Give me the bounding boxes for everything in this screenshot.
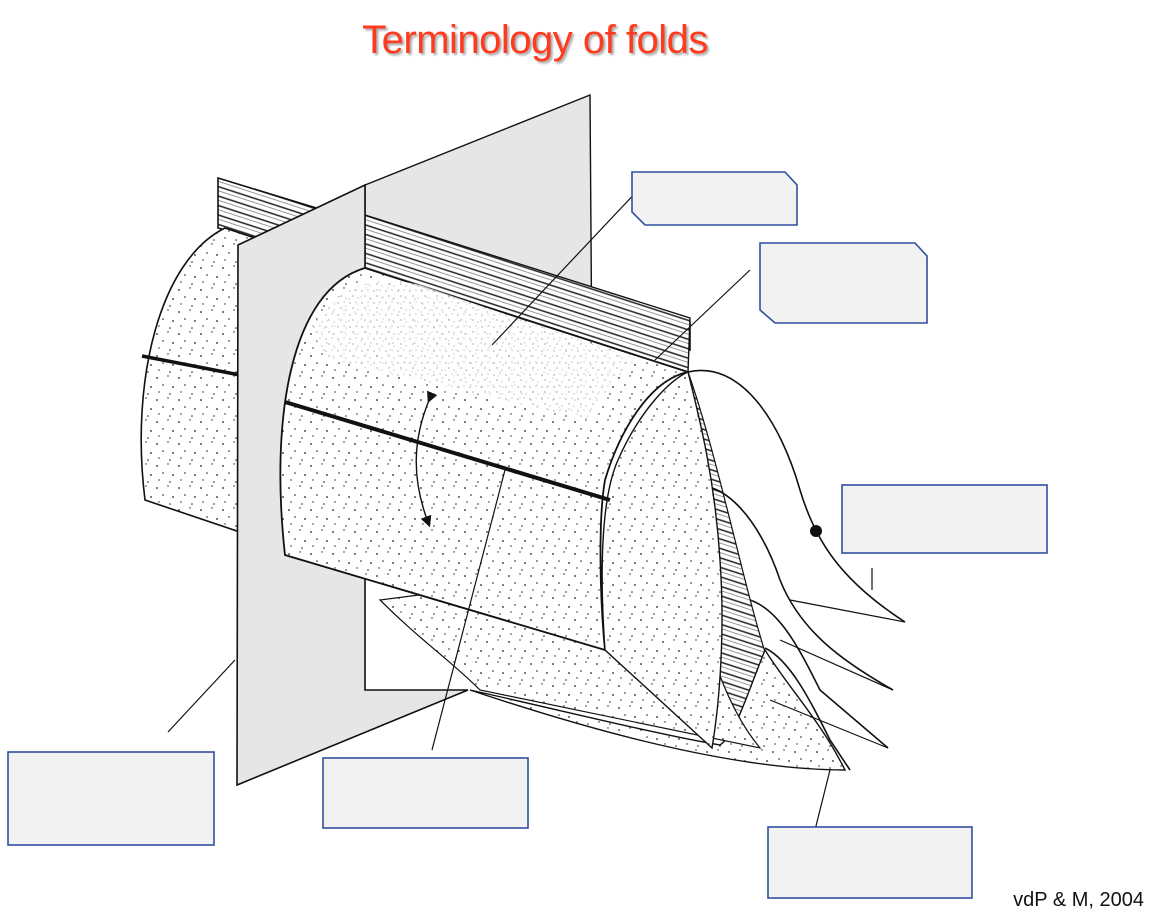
fold-profile-2	[679, 484, 894, 691]
left-fold-hinge-line	[141, 354, 246, 378]
leader-top-center	[491, 187, 641, 346]
fold-profile-4	[764, 647, 851, 771]
leader-top-right	[654, 269, 751, 361]
label-box-bottom-right[interactable]	[767, 826, 973, 899]
label-box-bottom-center[interactable]	[322, 757, 529, 829]
leader-bottom-center	[431, 469, 506, 751]
fold-profile-3	[749, 599, 889, 749]
hinge-zone-shading	[310, 280, 640, 420]
label-box-top-right[interactable]	[759, 242, 928, 324]
front-fold-lower-limb	[601, 371, 723, 750]
limb-edge-3	[769, 699, 889, 749]
rotation-arrow	[415, 390, 438, 528]
leader-bottom-left	[167, 659, 236, 733]
label-box-bottom-left[interactable]	[7, 751, 215, 846]
inflection-point	[810, 525, 822, 537]
source-credit: vdP & M, 2004	[1013, 889, 1144, 911]
page-title: Terminology of folds	[362, 18, 708, 62]
fold-profile-1	[687, 369, 906, 623]
hinge-line	[284, 400, 611, 502]
limb-edge-1	[789, 599, 906, 623]
limb-edge-2	[779, 639, 894, 691]
leader-bottom-right	[814, 769, 831, 831]
label-box-right[interactable]	[841, 484, 1048, 554]
label-box-top-center[interactable]	[631, 171, 798, 226]
